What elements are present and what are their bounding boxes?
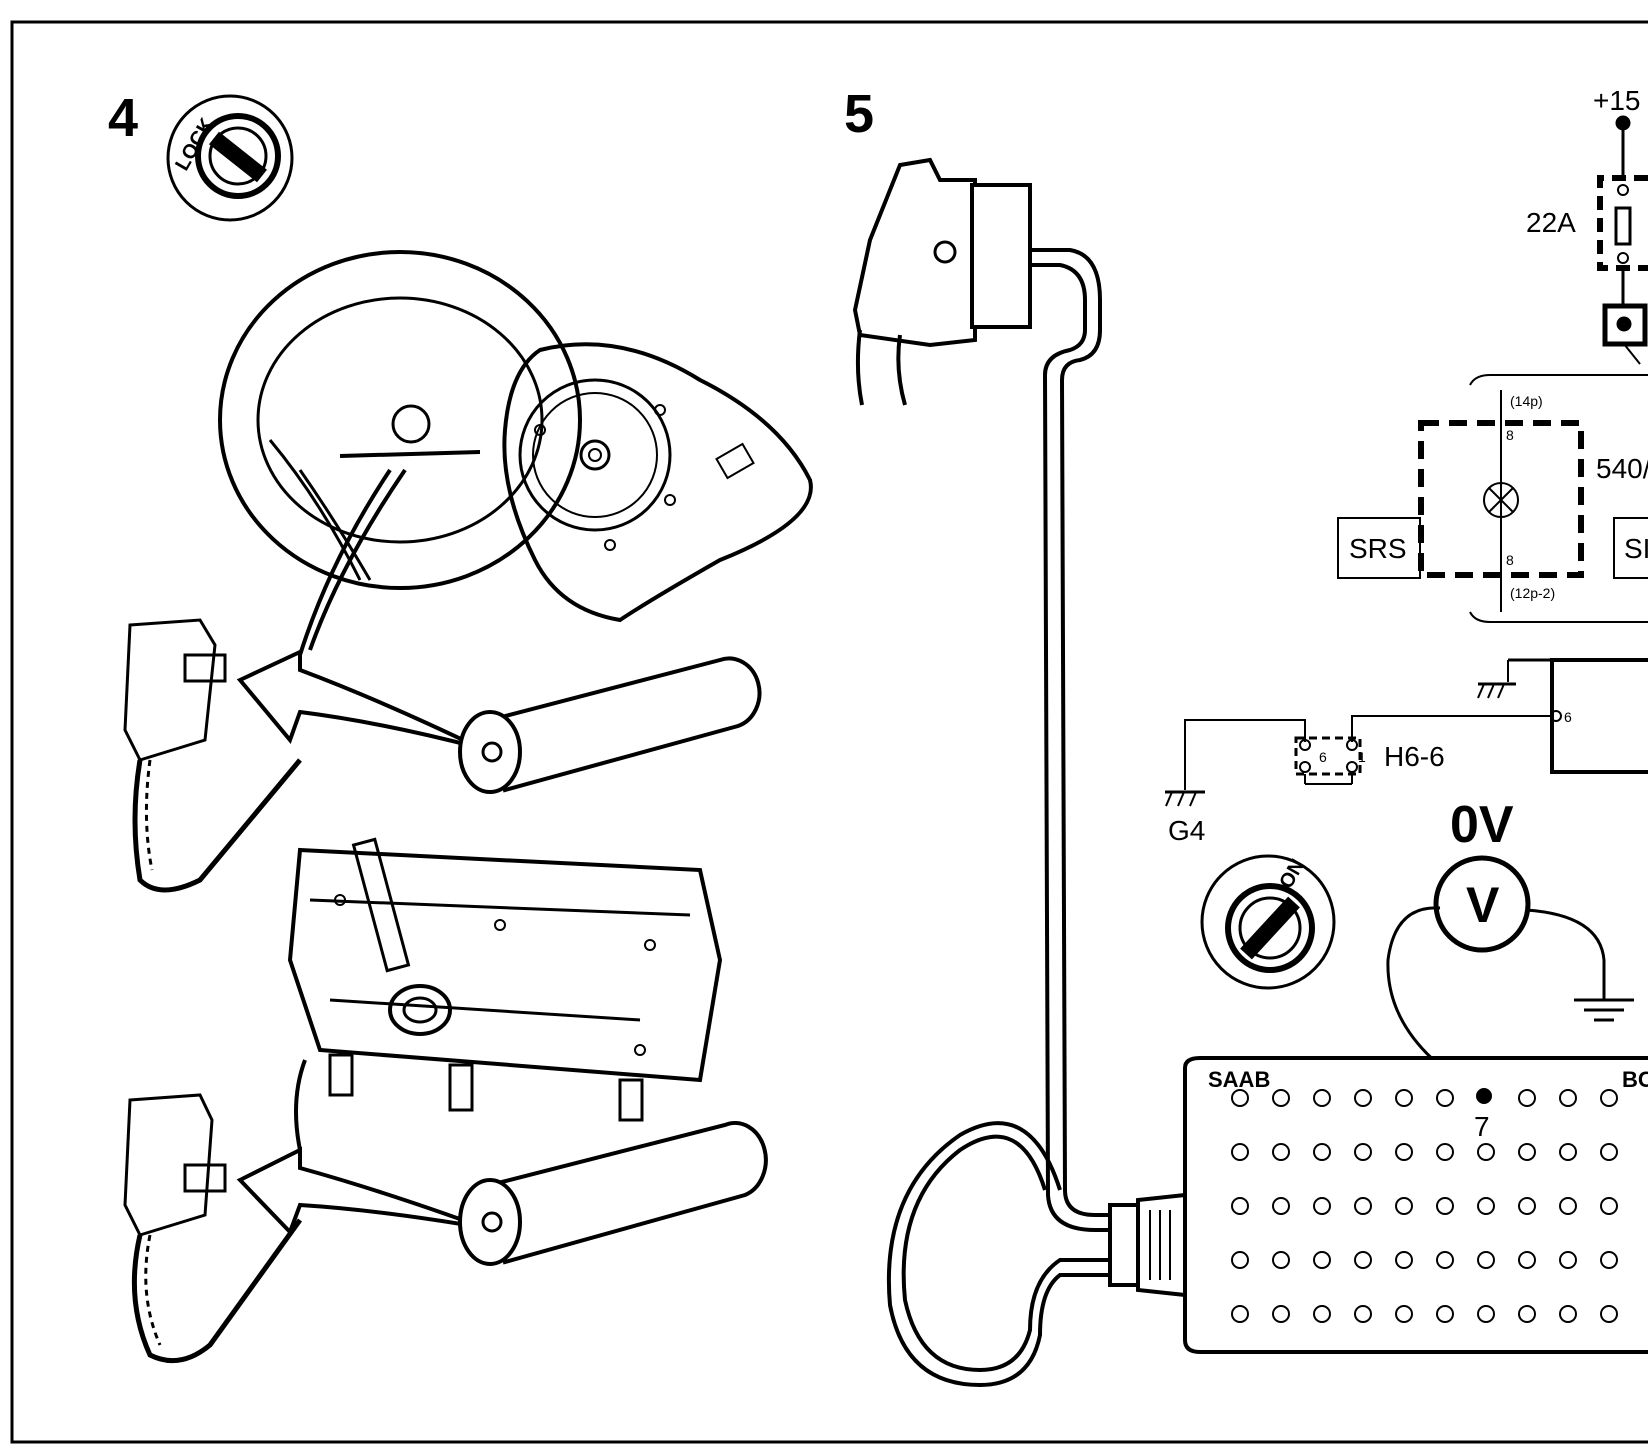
test-box-pin <box>1477 1143 1495 1161</box>
test-box-pin <box>1313 1089 1331 1107</box>
srs-label-box-right: SI <box>1613 517 1648 579</box>
test-box-pin <box>1313 1143 1331 1161</box>
test-box-pin <box>1477 1305 1495 1323</box>
test-box-pin <box>1313 1197 1331 1215</box>
lower-airbag-connector <box>123 1093 303 1364</box>
ignition-on-icon: ON <box>1200 854 1336 990</box>
connector-14p-label: (14p) <box>1510 393 1543 409</box>
test-box-pin <box>1395 1305 1413 1323</box>
ecu-pin-label: 6 <box>1564 709 1572 725</box>
lamp-unit-label: 540/ <box>1596 453 1648 484</box>
test-box-pin <box>1395 1143 1413 1161</box>
test-box-pin <box>1559 1305 1577 1323</box>
test-box-pin <box>1395 1197 1413 1215</box>
test-box-pin <box>1436 1143 1454 1161</box>
test-box-pin <box>1559 1089 1577 1107</box>
test-box-pin <box>1600 1197 1618 1215</box>
pin-bottom-label: 8 <box>1506 552 1514 568</box>
fuse-box <box>1597 175 1648 306</box>
connector-12p-label: (12p-2) <box>1510 585 1555 601</box>
ground-g4-symbol <box>1165 790 1205 807</box>
probed-pin-number: 7 <box>1474 1111 1490 1142</box>
ignition-lock-icon: LOCK <box>166 94 294 222</box>
test-box-pin <box>1231 1143 1249 1161</box>
test-box-pin <box>1600 1089 1618 1107</box>
supply-line <box>1615 115 1631 178</box>
upper-simulator-cylinder <box>458 656 762 794</box>
test-box-pin <box>1231 1305 1249 1323</box>
driver-airbag-module <box>502 342 813 623</box>
pin-top-label: 8 <box>1506 427 1514 443</box>
ground-g4-label: G4 <box>1168 815 1205 846</box>
test-box-pin <box>1518 1305 1536 1323</box>
test-box-pin <box>1395 1089 1413 1107</box>
srs-right-label: SI <box>1624 533 1648 564</box>
adapter-plug <box>852 157 1032 406</box>
step-5-number: 5 <box>844 84 874 144</box>
test-box-pin <box>1354 1197 1372 1215</box>
test-box-brand-right: BC <box>1622 1067 1648 1092</box>
test-box-pin <box>1436 1305 1454 1323</box>
test-box-pin-grid <box>1231 1089 1618 1323</box>
lower-arrow <box>236 1059 486 1236</box>
fuse-label: 22A <box>1526 207 1576 238</box>
test-box-pin <box>1477 1251 1495 1269</box>
test-box-pin <box>1272 1197 1290 1215</box>
test-box-connector <box>1108 1192 1187 1298</box>
srs-label-box-left: SRS <box>1337 517 1421 579</box>
test-box-pin <box>1518 1197 1536 1215</box>
test-box-pin <box>1231 1089 1249 1107</box>
test-box-pin <box>1354 1143 1372 1161</box>
test-box-pin <box>1272 1305 1290 1323</box>
voltmeter-icon: V <box>1433 855 1531 953</box>
test-box-pin <box>1518 1251 1536 1269</box>
h-pin-b-label: 1 <box>1358 749 1366 765</box>
test-box-pin <box>1477 1197 1495 1215</box>
test-box-pin <box>1272 1089 1290 1107</box>
passenger-airbag-module <box>287 837 723 1122</box>
test-box-pin <box>1354 1305 1372 1323</box>
chassis-ground-symbol <box>1574 998 1634 1022</box>
adapter-cable <box>886 248 1110 1388</box>
test-box-pin <box>1600 1251 1618 1269</box>
lower-simulator-cylinder <box>458 1121 768 1266</box>
test-box-pin <box>1518 1143 1536 1161</box>
test-box-pin <box>1518 1089 1536 1107</box>
test-box-pin <box>1354 1089 1372 1107</box>
voltmeter-symbol: V <box>1466 877 1500 933</box>
upper-airbag-connector <box>123 618 302 893</box>
test-box-pin <box>1272 1143 1290 1161</box>
test-box-pin <box>1231 1197 1249 1215</box>
test-box-brand: SAAB <box>1208 1067 1270 1092</box>
test-box-pin <box>1600 1143 1618 1161</box>
h6-6-connector <box>1294 736 1362 785</box>
test-box-pin <box>1272 1251 1290 1269</box>
test-box-pin <box>1436 1197 1454 1215</box>
relay-terminal <box>1469 303 1648 386</box>
srs-left-label: SRS <box>1349 533 1407 564</box>
test-box-pin <box>1559 1143 1577 1161</box>
test-box: SAAB BC 7 <box>1183 1056 1648 1354</box>
test-box-pin <box>1600 1305 1618 1323</box>
probed-pin <box>1476 1088 1492 1104</box>
test-box-pin <box>1559 1251 1577 1269</box>
supply-label: +15 <box>1593 85 1641 116</box>
h-pin-a-label: 6 <box>1319 749 1327 765</box>
ecu-wiring <box>1184 658 1648 790</box>
test-box-pin <box>1559 1197 1577 1215</box>
upper-arrow <box>236 468 481 750</box>
test-box-pin <box>1354 1251 1372 1269</box>
test-box-pin <box>1436 1251 1454 1269</box>
test-box-pin <box>1436 1089 1454 1107</box>
h6-6-label: H6-6 <box>1384 741 1445 772</box>
page-frame <box>10 20 1648 1444</box>
voltage-reading: 0V <box>1450 796 1514 854</box>
test-box-pin <box>1231 1251 1249 1269</box>
test-box-pin <box>1395 1251 1413 1269</box>
step-4-number: 4 <box>108 88 138 148</box>
test-box-pin <box>1313 1251 1331 1269</box>
test-box-pin <box>1313 1305 1331 1323</box>
warning-lamp-unit <box>1418 390 1648 623</box>
